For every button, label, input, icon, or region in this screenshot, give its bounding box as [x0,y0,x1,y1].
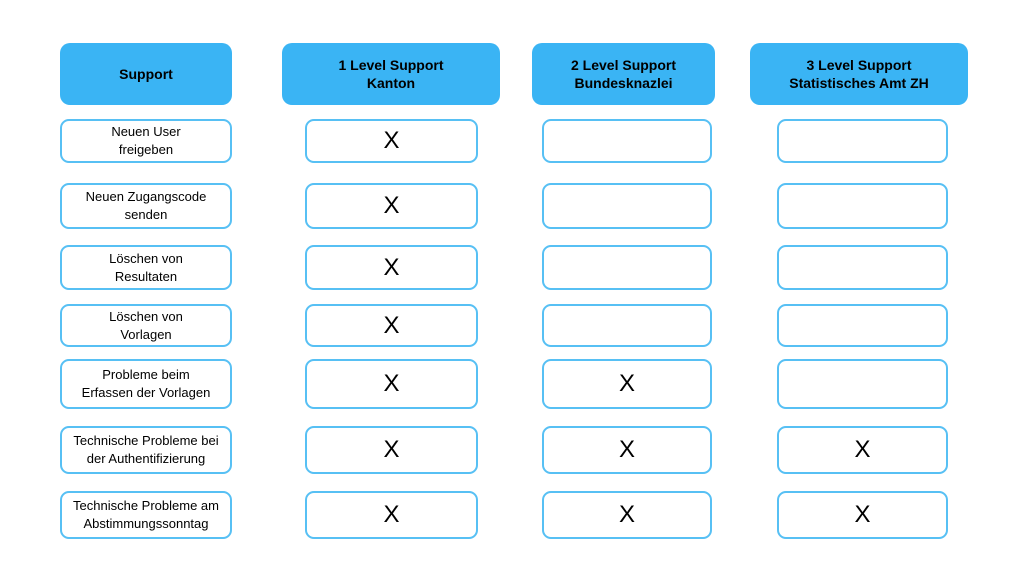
matrix-cell: X [305,491,478,539]
row-label-technische-probleme-abstimmungssonntag: Technische Probleme am Abstimmungssonnta… [60,491,232,539]
matrix-cell: X [777,491,948,539]
matrix-cell: X [305,119,478,163]
matrix-cell: X [305,183,478,229]
row-label-neuen-user-freigeben: Neuen User freigeben [60,119,232,163]
row-label-probleme-erfassen-vorlagen: Probleme beim Erfassen der Vorlagen [60,359,232,409]
matrix-cell [542,245,712,290]
header-support: Support [60,43,232,105]
header-level3-statistisches-amt: 3 Level Support Statistisches Amt ZH [750,43,968,105]
row-label-loeschen-von-vorlagen: Löschen von Vorlagen [60,304,232,347]
row-label-loeschen-von-resultaten: Löschen von Resultaten [60,245,232,290]
matrix-cell [777,359,948,409]
matrix-cell [777,304,948,347]
row-label-neuen-zugangscode-senden: Neuen Zugangscode senden [60,183,232,229]
header-level1-kanton: 1 Level Support Kanton [282,43,500,105]
matrix-cell [542,183,712,229]
matrix-cell: X [305,304,478,347]
matrix-cell: X [305,359,478,409]
matrix-cell [777,245,948,290]
matrix-cell: X [305,245,478,290]
matrix-cell [542,119,712,163]
header-level2-bundeskanzlei: 2 Level Support Bundesknazlei [532,43,715,105]
matrix-cell: X [542,359,712,409]
matrix-cell [777,183,948,229]
matrix-cell [777,119,948,163]
matrix-cell: X [542,426,712,474]
row-label-technische-probleme-authentifizierung: Technische Probleme bei der Authentifizi… [60,426,232,474]
matrix-cell [542,304,712,347]
matrix-cell: X [542,491,712,539]
matrix-cell: X [305,426,478,474]
matrix-cell: X [777,426,948,474]
